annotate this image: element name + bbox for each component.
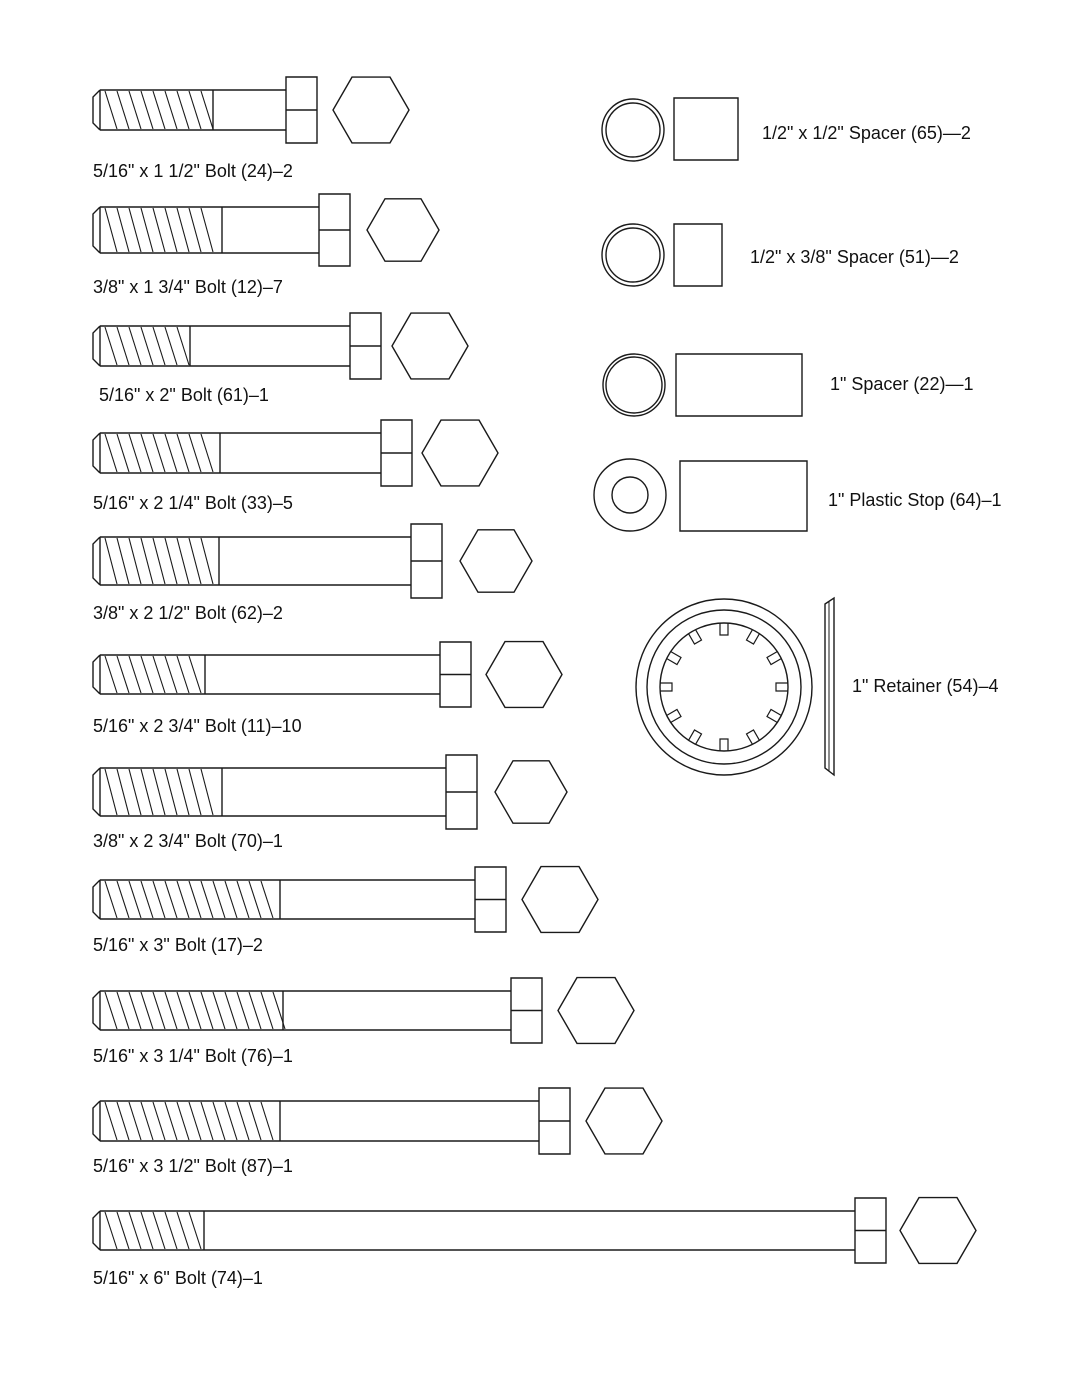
bolt-label-17: 5/16" x 3" Bolt (17)–2: [93, 935, 263, 955]
bolt-label-61: 5/16" x 2" Bolt (61)–1: [99, 385, 269, 405]
bolt-label-76: 5/16" x 3 1/4" Bolt (76)–1: [93, 1046, 293, 1066]
retainer-54-drawing: [636, 598, 834, 775]
spacer-label-65: 1/2" x 1/2" Spacer (65)—2: [762, 123, 971, 143]
bolt-drawing: [93, 313, 468, 379]
bolt-drawing: [93, 77, 409, 143]
bolt-label-74: 5/16" x 6" Bolt (74)–1: [93, 1268, 263, 1288]
bolt-drawing: [93, 524, 532, 598]
bolt-label-12: 3/8" x 1 3/4" Bolt (12)–7: [93, 277, 283, 297]
bolt-label-62: 3/8" x 2 1/2" Bolt (62)–2: [93, 603, 283, 623]
spacer-65-drawing: [602, 98, 738, 161]
bolt-drawing: [93, 1088, 662, 1154]
bolt-label-24: 5/16" x 1 1/2" Bolt (24)–2: [93, 161, 293, 181]
bolt-drawing: [93, 420, 498, 486]
spacer-label-51: 1/2" x 3/8" Spacer (51)—2: [750, 247, 959, 267]
plastic-stop-label-64: 1" Plastic Stop (64)–1: [828, 490, 1002, 510]
bolt-drawing: [93, 867, 598, 933]
bolt-label-11: 5/16" x 2 3/4" Bolt (11)–10: [93, 716, 302, 736]
spacer-51-drawing: [602, 224, 722, 286]
bolt-drawing: [93, 978, 634, 1044]
bolt-drawing: [93, 1198, 976, 1264]
bolt-label-70: 3/8" x 2 3/4" Bolt (70)–1: [93, 831, 283, 851]
bolt-label-87: 5/16" x 3 1/2" Bolt (87)–1: [93, 1156, 293, 1176]
bolt-drawing: [93, 642, 562, 708]
bolt-drawing: [93, 194, 439, 266]
spacer-label-22: 1" Spacer (22)—1: [830, 374, 974, 394]
bolt-label-33: 5/16" x 2 1/4" Bolt (33)–5: [93, 493, 293, 513]
plastic-stop-64-drawing: [594, 459, 807, 531]
retainer-label-54: 1" Retainer (54)–4: [852, 676, 999, 696]
spacer-22-drawing: [603, 354, 802, 416]
bolt-drawing: [93, 755, 567, 829]
